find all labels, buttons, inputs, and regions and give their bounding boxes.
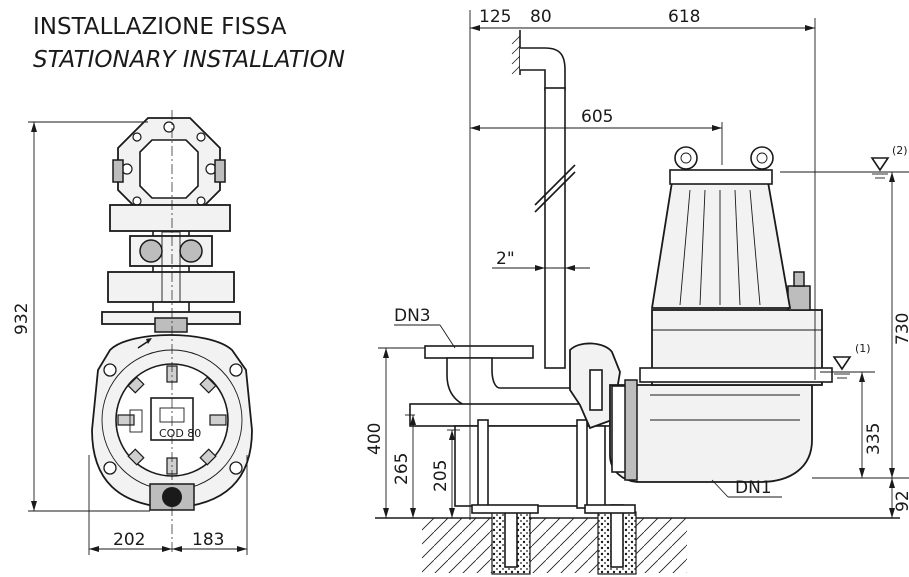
front-view-dimensions: 932 202 183: [12, 121, 248, 555]
nameplate-text: COD 80: [159, 427, 201, 440]
dim-125: 125: [479, 7, 511, 27]
dim-pipe-2inch: 2": [496, 249, 515, 269]
level-min-label: (1): [855, 342, 871, 355]
dim-335: 335: [864, 423, 884, 455]
guide-pipe: [534, 87, 576, 369]
label-dn1: DN1: [735, 478, 772, 498]
label-dn3: DN3: [394, 306, 431, 326]
dim-618: 618: [668, 7, 700, 27]
wall-bracket: [511, 30, 566, 91]
title-english: STATIONARY INSTALLATION: [33, 47, 345, 73]
discharge-foot: [409, 345, 636, 514]
dim-height-932: 932: [12, 303, 32, 335]
pump-front-view: COD 80: [91, 110, 253, 552]
level-max-label: (2): [892, 144, 908, 157]
dim-width-183: 183: [192, 530, 224, 550]
cooling-fins: [650, 181, 792, 309]
dim-400: 400: [365, 423, 385, 455]
dim-730: 730: [893, 313, 909, 345]
title-italian: INSTALLAZIONE FISSA: [33, 14, 287, 40]
pump-volute-side: [609, 384, 813, 483]
dim-265: 265: [392, 453, 412, 485]
dim-205: 205: [431, 460, 451, 492]
pump-side-view: [569, 146, 833, 483]
dim-605: 605: [581, 107, 613, 127]
dim-80: 80: [530, 7, 552, 27]
dim-92: 92: [893, 490, 909, 512]
side-view-dimensions: 125 80 618 605 2" DN3 DN1 400 265: [365, 7, 909, 520]
dim-width-202: 202: [113, 530, 145, 550]
ground-foundation: [375, 504, 900, 575]
